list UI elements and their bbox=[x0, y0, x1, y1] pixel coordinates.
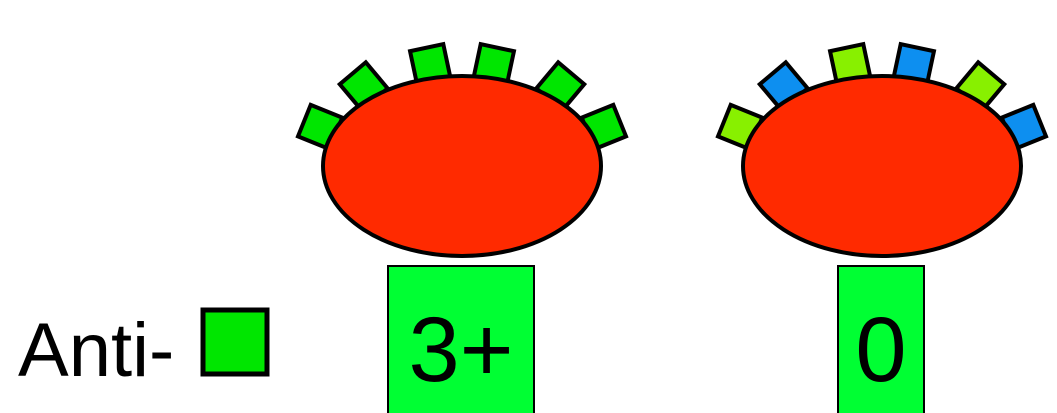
cell-1-body bbox=[323, 76, 601, 256]
cell-2-result-label: 0 bbox=[855, 299, 906, 401]
cell-1-result-label: 3+ bbox=[409, 299, 514, 401]
legend-antigen-swatch bbox=[203, 310, 267, 374]
cell-2-body bbox=[743, 76, 1021, 256]
legend-prefix-label: Anti- bbox=[18, 308, 174, 393]
